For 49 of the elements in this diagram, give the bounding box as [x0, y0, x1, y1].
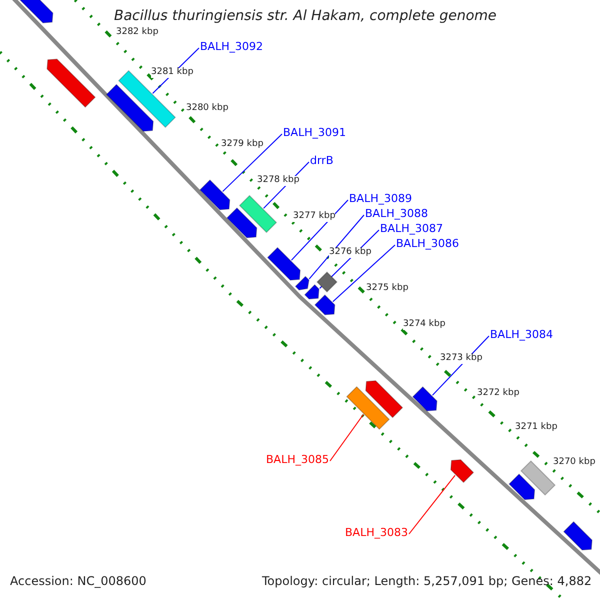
scale-label: 3271 kbp [515, 423, 558, 433]
gene-feature [199, 179, 230, 210]
scale-label: 3270 kbp [553, 458, 596, 468]
gene-label: BALH_3091 [283, 127, 346, 140]
gene-feature [46, 58, 96, 108]
scale-label: 3278 kbp [257, 176, 300, 186]
leader-line [222, 134, 282, 192]
title: Bacillus thuringiensis str. Al Hakam, complete genome [114, 9, 497, 24]
gene-feature [106, 84, 154, 132]
scale-label: 3275 kbp [366, 284, 408, 294]
scale-label: 3282 kbp [116, 28, 158, 38]
footer-text: Accession: NC_008600 [10, 575, 146, 588]
gene-feature [226, 207, 258, 238]
scale-label: 3276 kbp [329, 248, 372, 258]
gene-bar [238, 194, 278, 234]
scale-label: 3273 kbp [440, 354, 482, 364]
gene-label: BALH_3083 [345, 527, 408, 540]
gene-feature [314, 294, 336, 316]
leader-line [332, 244, 396, 302]
scale-label: 3274 kbp [403, 320, 446, 330]
footer-text: Topology: circular; Length: 5,257,091 bp; Genes: 4,882 [262, 575, 592, 588]
gene-bar [346, 386, 390, 430]
gene-feature [508, 473, 536, 500]
gene-bar [316, 271, 338, 293]
gene-feature [266, 246, 301, 281]
leader-line [330, 414, 364, 462]
gene-feature [294, 276, 310, 290]
scale-label: 3277 kbp [293, 212, 336, 222]
gene-label: BALH_3089 [349, 193, 412, 206]
gene-feature [365, 380, 404, 418]
gene-label: BALH_3085 [266, 454, 329, 466]
leader-line [290, 200, 348, 261]
scale-label: 3281 kbp [151, 68, 194, 78]
scale-label: 3279 kbp [221, 140, 264, 150]
gene-label: BALH_3086 [396, 238, 459, 250]
scale-label: 3272 kbp [477, 389, 520, 399]
gene-label: BALH_3084 [490, 329, 553, 342]
gene-feature [450, 459, 474, 484]
gene-feature [18, 0, 54, 24]
gene-feature [304, 284, 320, 300]
scale-label: 3280 kbp [186, 104, 228, 114]
gene-label: BALH_3092 [200, 41, 263, 54]
gene-label: BALH_3087 [380, 223, 443, 236]
leader-line [308, 214, 364, 280]
gene-feature [412, 386, 438, 412]
gene-label: BALH_3088 [365, 208, 428, 220]
gene-feature [563, 521, 593, 551]
leader-line [408, 474, 456, 534]
gene-label: drrB [310, 155, 334, 168]
